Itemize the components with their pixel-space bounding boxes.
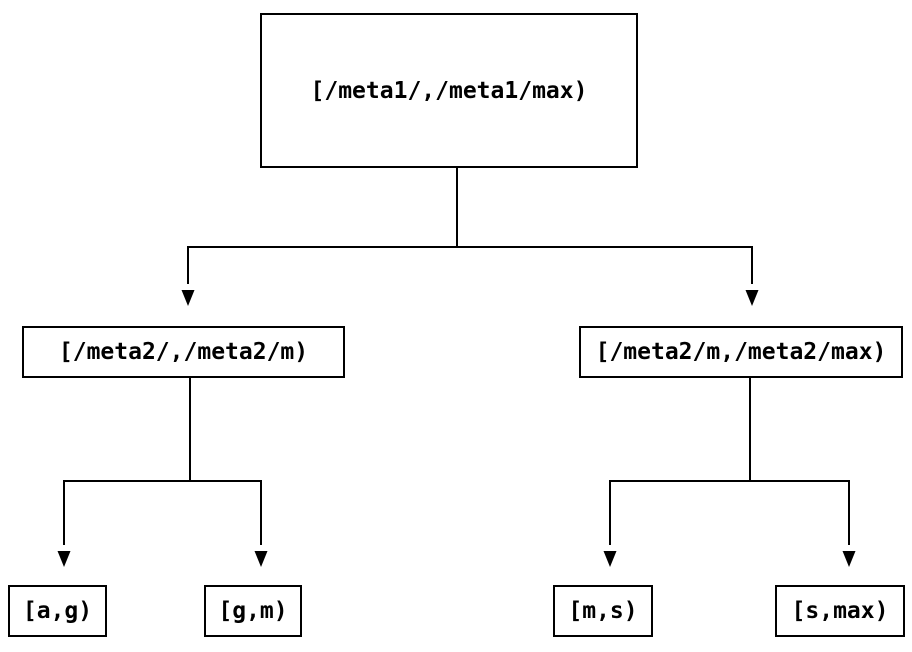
arrow-down-icon — [254, 551, 268, 567]
arrow-down-icon — [603, 551, 617, 567]
edge-right-to-children — [609, 480, 850, 545]
edge-left-to-children — [63, 480, 262, 545]
tree-node-leaf-ag: [a,g) — [8, 585, 107, 637]
node-label: [g,m) — [218, 598, 288, 624]
node-label: [a,g) — [22, 598, 93, 624]
node-label: [/meta2/m,/meta2/max) — [595, 339, 887, 365]
tree-node-leaf-ms: [m,s) — [553, 585, 653, 637]
tree-node-leaf-smax: [s,max) — [775, 585, 905, 637]
node-label: [/meta2/,/meta2/m) — [58, 339, 309, 365]
arrow-down-icon — [181, 290, 195, 306]
node-label: [s,max) — [791, 598, 889, 624]
tree-node-meta2-right: [/meta2/m,/meta2/max) — [579, 326, 903, 378]
arrow-down-icon — [57, 551, 71, 567]
tree-node-root: [/meta1/,/meta1/max) — [260, 13, 638, 168]
tree-node-meta2-left: [/meta2/,/meta2/m) — [22, 326, 345, 378]
edge-root-to-children — [187, 246, 753, 284]
node-label: [m,s) — [568, 598, 638, 624]
arrow-down-icon — [745, 290, 759, 306]
node-label: [/meta1/,/meta1/max) — [310, 77, 588, 104]
arrow-down-icon — [842, 551, 856, 567]
tree-node-leaf-gm: [g,m) — [204, 585, 302, 637]
